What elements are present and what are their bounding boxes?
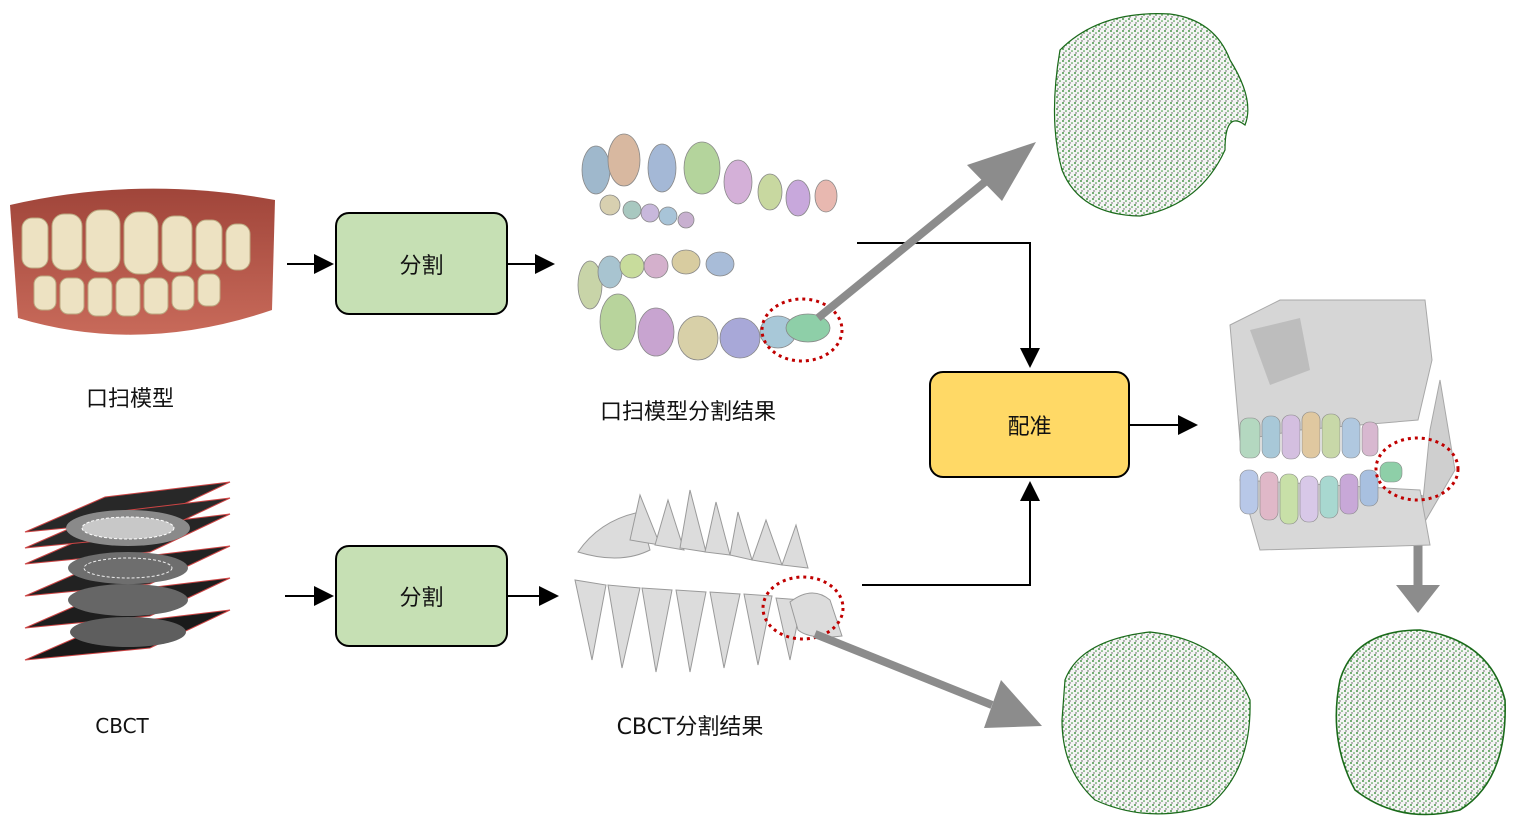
registration-box: 配准: [929, 371, 1130, 478]
highlight-circle-cbct: [761, 575, 845, 641]
tooth-pointcloud-cbct: [1061, 631, 1251, 815]
highlight-circle-registered: [1374, 436, 1460, 502]
tooth-pointcloud-intraoral: [1053, 13, 1249, 217]
arrow-cbct-to-registration: [862, 481, 1040, 586]
segmentation-box-bottom: 分割: [335, 545, 508, 647]
big-arrow-to-intraoral-tooth: [815, 142, 1036, 322]
highlight-circle-intraoral: [760, 297, 844, 363]
cbct-slice-stack-image: [24, 481, 231, 661]
segmentation-box-top: 分割: [335, 212, 508, 315]
label-cbct: CBCT: [95, 714, 149, 738]
big-arrow-to-cbct-tooth: [813, 630, 1042, 728]
fused-registration-model-image: [1229, 299, 1456, 551]
tooth-pointcloud-registered: [1335, 629, 1506, 816]
label-intraoral-model: 口扫模型: [85, 387, 175, 412]
segmented-cbct-teeth-image: [574, 489, 843, 673]
segmented-intraoral-teeth-image: [577, 133, 838, 361]
intraoral-scan-model-image: [10, 188, 275, 335]
label-cbct-seg-result: CBCT分割结果: [616, 715, 764, 740]
label-intraoral-seg-result: 口扫模型分割结果: [599, 400, 777, 425]
